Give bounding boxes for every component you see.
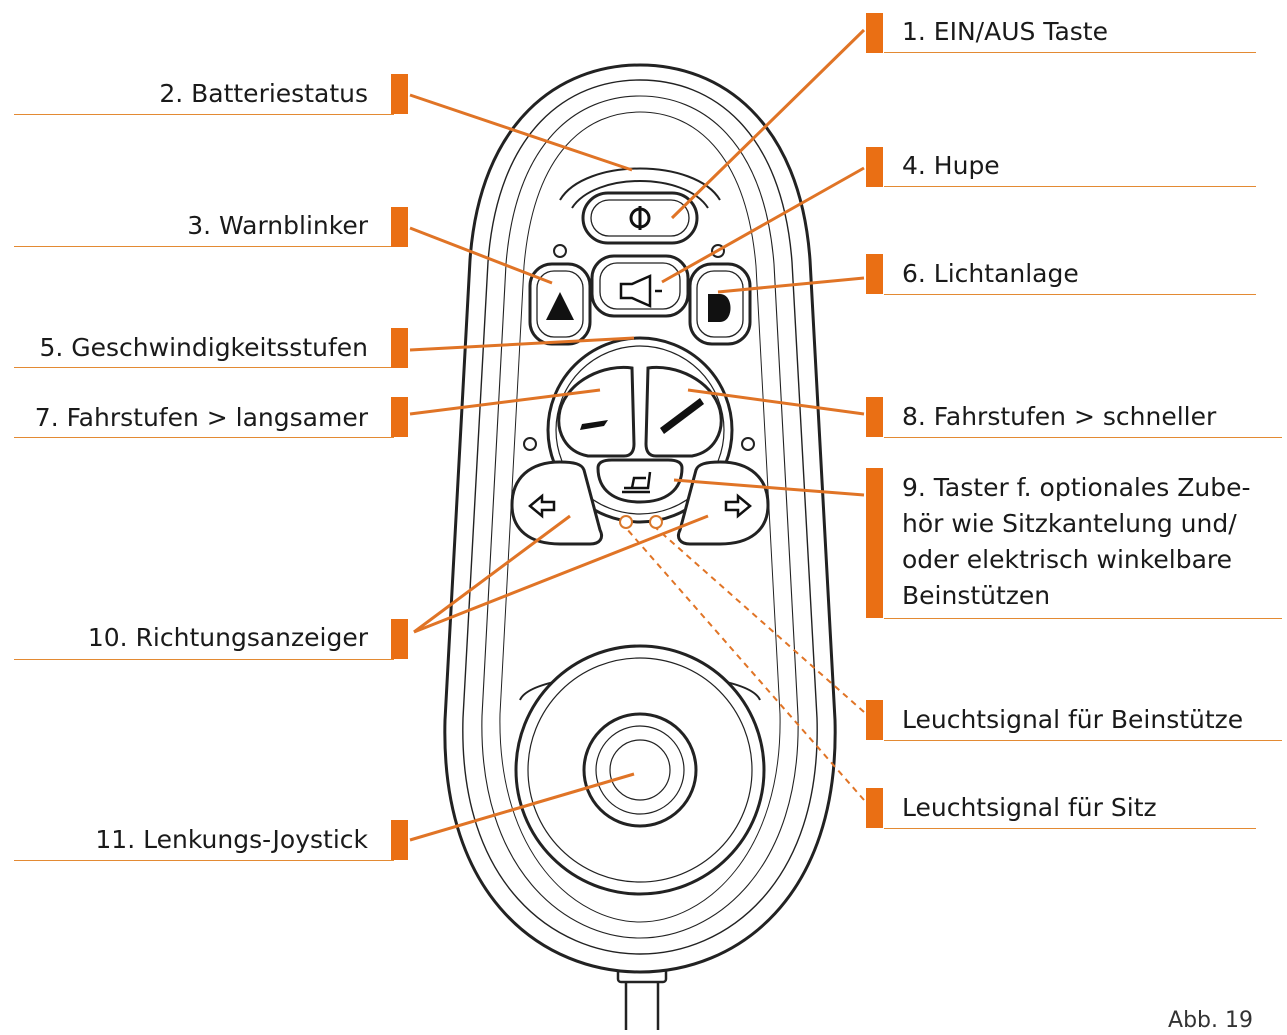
power-icon — [629, 206, 651, 230]
label-horn: 4. Hupe — [902, 151, 1000, 180]
turn-left-button[interactable] — [510, 460, 604, 546]
accessory-status-leds — [619, 515, 663, 529]
led-leader-lines — [625, 527, 865, 801]
callout-tab-3 — [391, 207, 408, 247]
callout-tab-9 — [866, 468, 883, 618]
label-hazard: 3. Warnblinker — [187, 211, 368, 240]
light-button[interactable] — [688, 262, 752, 346]
callout-tab-8 — [866, 397, 883, 437]
arrow-left-icon — [528, 493, 556, 519]
label-led-leg-rest: Leuchtsignal für Beinstütze — [902, 705, 1244, 734]
callout-tab-4 — [866, 147, 883, 187]
callout-tab-10 — [391, 619, 408, 659]
callout-tab-7 — [391, 397, 408, 437]
label-speed-levels: 5. Geschwindigkeitsstufen — [39, 333, 368, 362]
hazard-button[interactable] — [528, 262, 592, 346]
power-button[interactable] — [581, 191, 699, 245]
hazard-triangle-icon — [546, 292, 574, 320]
callout-tab-6 — [866, 254, 883, 294]
label-accessory-line: Beinstützen — [902, 581, 1051, 610]
label-power: 1. EIN/AUS Taste — [902, 17, 1108, 46]
label-joystick: 11. Lenkungs-Joystick — [95, 825, 368, 854]
horn-button[interactable] — [590, 254, 690, 318]
label-accessory: 9. Taster f. optionales Zube- hör wie Si… — [902, 470, 1282, 614]
callout-leaders — [409, 28, 866, 842]
joystick-icon[interactable] — [582, 712, 698, 828]
label-led-seat: Leuchtsignal für Sitz — [902, 793, 1157, 822]
cable — [616, 964, 668, 1030]
callout-tab-2 — [391, 74, 408, 114]
callout-tab-5 — [391, 328, 408, 368]
label-accessory-line: oder elektrisch winkelbare — [902, 545, 1232, 574]
horn-icon — [619, 274, 662, 308]
arrow-right-icon — [724, 493, 752, 519]
callout-tab-led-seat — [866, 788, 883, 828]
callout-tab-11 — [391, 820, 408, 860]
speed-fast-icon — [660, 398, 704, 434]
battery-status-indicator — [559, 167, 721, 209]
label-battery-status: 2. Batteriestatus — [159, 79, 368, 108]
label-accessory-line: hör wie Sitzkantelung und/ — [902, 509, 1237, 538]
speed-slow-icon — [580, 420, 608, 430]
callout-tab-led-leg — [866, 700, 883, 740]
accessory-button[interactable] — [596, 458, 684, 504]
figure-caption: Abb. 19 — [1168, 1008, 1253, 1033]
label-speed-slower: 7. Fahrstufen > langsamer — [34, 403, 368, 432]
speed-faster-button[interactable] — [644, 365, 723, 458]
label-turn-indicators: 10. Richtungsanzeiger — [87, 623, 368, 652]
seat-icon — [622, 471, 652, 494]
label-lights: 6. Lichtanlage — [902, 259, 1079, 288]
label-speed-faster: 8. Fahrstufen > schneller — [902, 402, 1217, 431]
label-accessory-line: 9. Taster f. optionales Zube- — [902, 473, 1251, 502]
speed-slower-button[interactable] — [557, 365, 636, 458]
callout-tab-1 — [866, 13, 883, 53]
headlight-icon — [708, 294, 731, 322]
